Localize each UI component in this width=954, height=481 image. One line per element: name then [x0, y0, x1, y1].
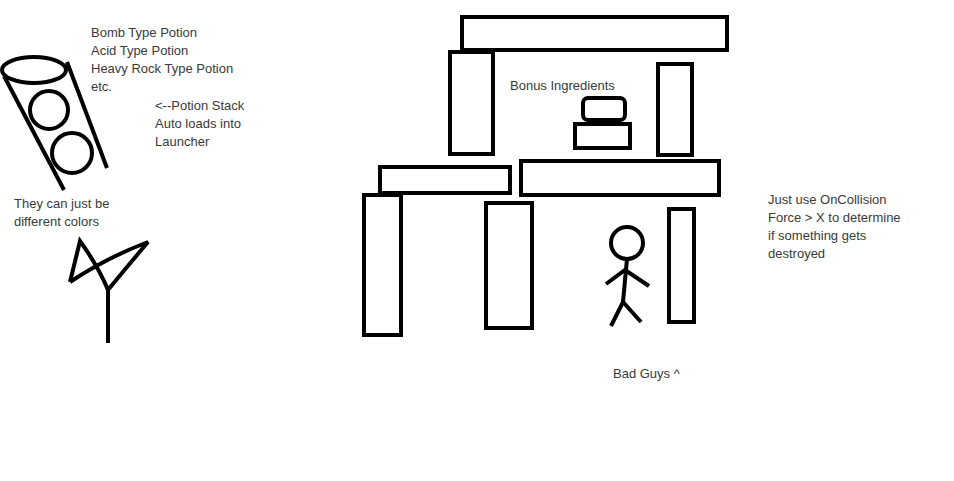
label-anchor: Bonus Ingredients	[510, 77, 615, 95]
label-anchor: etc.	[91, 78, 112, 96]
note-text: Acid Type Potion	[91, 42, 188, 60]
bad-guy-body	[623, 259, 627, 302]
bad-guy-head	[611, 227, 643, 259]
bonus-ingredient	[575, 124, 630, 148]
pillar-block	[486, 203, 532, 328]
note-text: Just use OnCollision Force > X to determ…	[768, 191, 902, 263]
beam-block	[462, 17, 727, 50]
note-text: Heavy Rock Type Potion	[91, 60, 233, 78]
note-text: Bad Guys ^	[613, 365, 680, 383]
bad-guy-legs	[611, 302, 641, 326]
pillar-block	[450, 52, 493, 154]
note-text: Bomb Type Potion	[91, 24, 197, 42]
label-anchor: They can just be different colors	[14, 195, 126, 231]
note-text: They can just be different colors	[14, 195, 126, 231]
potion-stack-top	[2, 57, 66, 83]
potion-tube-wall	[67, 62, 107, 168]
bonus-ingredient	[583, 98, 625, 120]
label-anchor: Acid Type Potion	[91, 42, 188, 60]
note-text: etc.	[91, 78, 112, 96]
beam-block	[380, 167, 510, 193]
label-anchor: Bomb Type Potion	[91, 24, 197, 42]
label-anchor: Just use OnCollision Force > X to determ…	[768, 191, 902, 263]
potion	[30, 91, 68, 129]
note-text: Bonus Ingredients	[510, 77, 615, 95]
note-text: <--Potion Stack Auto loads into Launcher	[155, 97, 259, 151]
bad-guy-arms	[606, 270, 649, 286]
beam-block	[521, 161, 719, 195]
label-anchor: <--Potion Stack Auto loads into Launcher	[155, 97, 259, 151]
potion	[52, 133, 92, 173]
pillar-block	[658, 64, 692, 155]
launcher-stem	[106, 290, 110, 343]
label-anchor: Bad Guys ^	[613, 365, 680, 383]
label-anchor: Heavy Rock Type Potion	[91, 60, 233, 78]
sketch-strokes	[2, 17, 727, 343]
launcher-fork	[70, 241, 148, 290]
pillar-block	[364, 195, 401, 335]
pillar-block	[669, 209, 694, 322]
